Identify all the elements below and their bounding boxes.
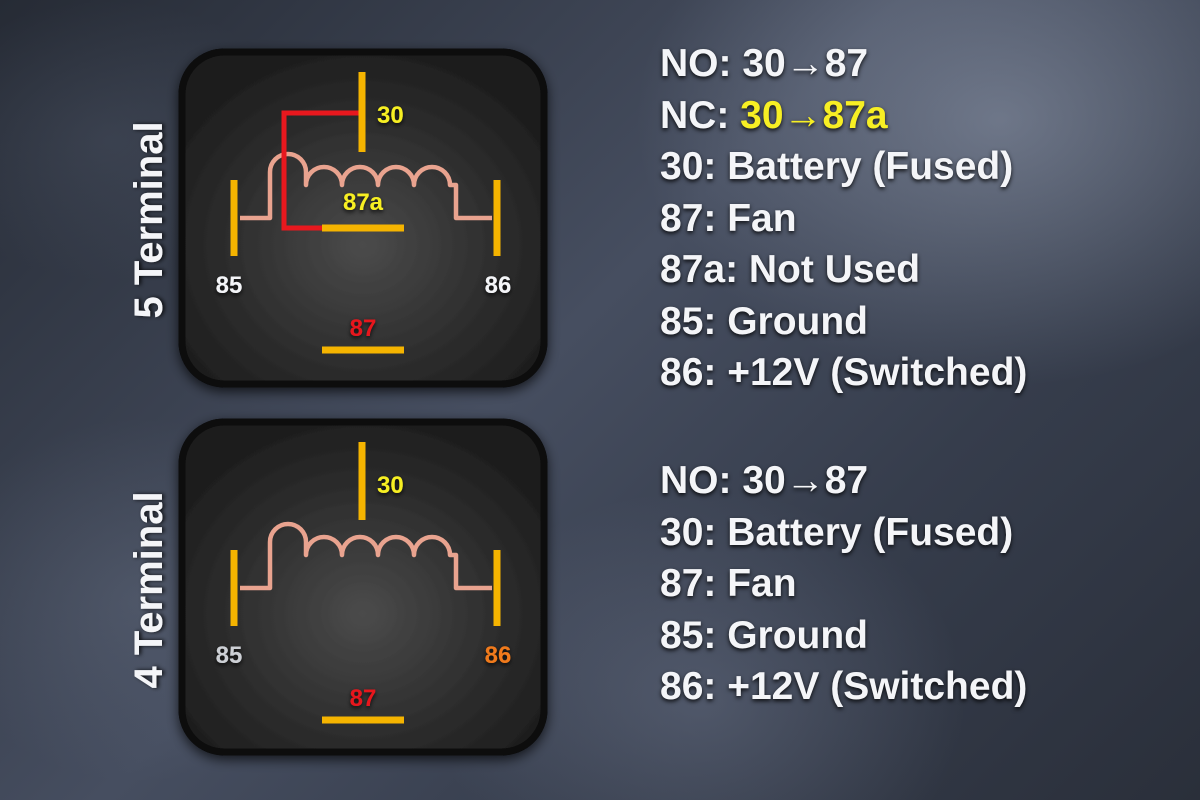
legend-5-line-87a: 87a: Not Used xyxy=(660,248,921,291)
legend-5-nc-value: 30→87a xyxy=(740,93,888,137)
legend-5-terminal: NO: 30→87 NC: 30→87a 30: Battery (Fused)… xyxy=(660,38,1027,399)
legend-4-line-85: 85: Ground xyxy=(660,613,869,657)
legend-4-no-line: NO: 30→87 xyxy=(660,459,869,502)
legend-5-line-85: 85: Ground xyxy=(660,299,869,343)
relay-5-terminal-87-label: 87 xyxy=(350,315,377,342)
legend-4-line-86: 86: +12V (Switched) xyxy=(660,665,1028,708)
relay-4-panel xyxy=(178,418,548,756)
relay-5-terminal-30-label: 30 xyxy=(377,102,404,129)
relay-5-coil xyxy=(240,151,492,221)
relay-4-terminal-86-label: 86 xyxy=(485,642,512,669)
legend-5-nc-prefix: NC: xyxy=(660,93,741,137)
relay-5-terminal-86-label: 86 xyxy=(485,272,512,299)
relay-5-panel xyxy=(178,48,548,388)
relay-5-terminal-85-label: 85 xyxy=(216,272,243,299)
relay-4-terminal-30-label: 30 xyxy=(377,472,404,499)
relay-4-terminal-85-label: 85 xyxy=(216,642,243,669)
relay-5-terminal: 30 87a 85 86 87 5 Terminal xyxy=(127,48,548,388)
legend-5-line-30: 30: Battery (Fused) xyxy=(660,145,1014,188)
legend-4-terminal: NO: 30→87 30: Battery (Fused) 87: Fan 85… xyxy=(660,455,1027,713)
legend-4-line-87: 87: Fan xyxy=(660,562,797,605)
legend-5-line-87: 87: Fan xyxy=(660,196,797,240)
legend-4-line-30: 30: Battery (Fused) xyxy=(660,510,1014,554)
relay-4-terminal-87-label: 87 xyxy=(350,685,377,712)
legend-5-nc-line: NC: 30→87a xyxy=(660,90,1027,142)
relay-5-side-label: 5 Terminal xyxy=(127,121,171,318)
relay-4-terminal: 30 85 86 87 4 Terminal xyxy=(127,418,548,756)
relay-4-coil xyxy=(240,521,492,591)
relay-5-terminal-87a-label: 87a xyxy=(343,189,384,216)
legend-5-line-86: 86: +12V (Switched) xyxy=(660,351,1028,394)
relay-4-side-label: 4 Terminal xyxy=(127,491,171,688)
relay-5-nc-path xyxy=(281,110,362,231)
legend-5-no-line: NO: 30→87 xyxy=(660,42,869,85)
